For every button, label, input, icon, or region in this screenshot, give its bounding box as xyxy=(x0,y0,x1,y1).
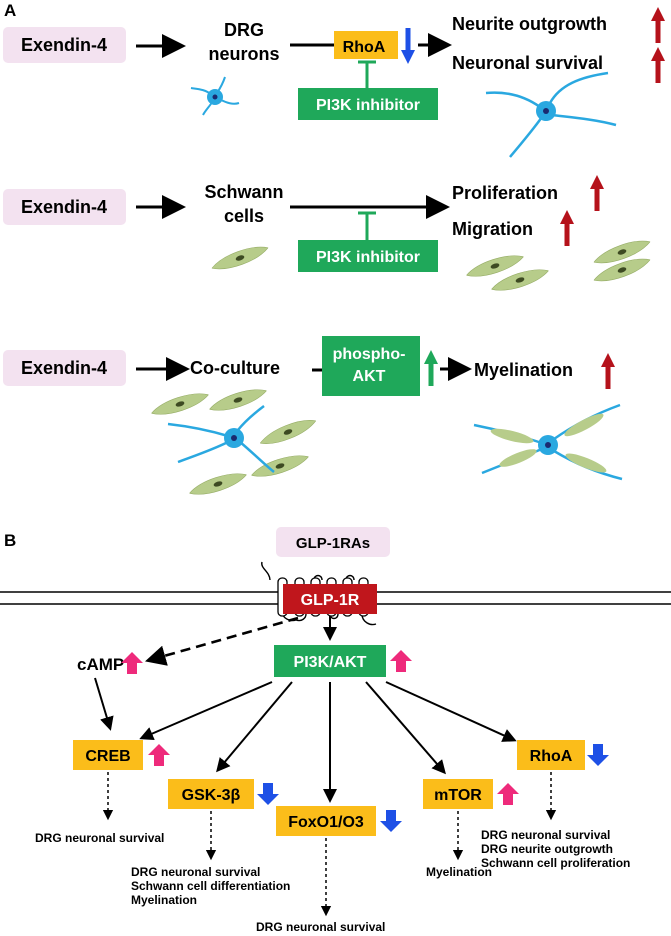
outcome-label-1: Proliferation xyxy=(452,183,558,203)
myelination-label: Myelination xyxy=(474,360,573,380)
receptor-helices xyxy=(261,561,377,626)
phospho-akt-box xyxy=(322,336,420,396)
receptor-label: GLP-1R xyxy=(301,592,360,609)
row-co-culture: Exendin-4 Co-culture phospho- AKT Myelin… xyxy=(3,336,623,501)
neuron-icon xyxy=(190,76,240,116)
down-arrow-icon xyxy=(257,783,279,805)
gsk3b-effect: Myelination xyxy=(131,893,197,907)
gsk3b-effect: DRG neuronal survival xyxy=(131,865,260,879)
gsk3b-label: GSK-3β xyxy=(182,787,241,804)
rhoa-box xyxy=(334,31,398,59)
up-arrow-icon xyxy=(560,210,574,246)
rhoa-label: RhoA xyxy=(343,39,386,56)
down-arrow-icon xyxy=(587,744,609,766)
dashed-arrow xyxy=(144,616,299,666)
exendin-box xyxy=(3,189,126,225)
phospho-akt-label-2: AKT xyxy=(353,368,386,385)
row-drg-neurons: Exendin-4 DRG neurons RhoA PI3K inhibito… xyxy=(3,7,665,158)
co-culture-label: Co-culture xyxy=(190,358,280,378)
up-arrow-icon xyxy=(121,652,143,674)
rhoa-effect: DRG neurite outgrowth xyxy=(481,842,613,856)
receptor-box xyxy=(283,584,377,614)
rhoa-b-label: RhoA xyxy=(530,748,573,765)
target-label-1: DRG xyxy=(224,20,264,40)
up-arrow-icon xyxy=(601,353,615,389)
pi3k-inhibitor-label: PI3K inhibitor xyxy=(316,97,420,114)
foxo-label: FoxO1/O3 xyxy=(288,814,364,831)
rhoa-effect: Schwann cell proliferation xyxy=(481,856,630,870)
ligand-label: GLP-1RAs xyxy=(296,535,370,552)
exendin-label: Exendin-4 xyxy=(21,197,107,217)
pi3k-inhibitor-box xyxy=(298,88,438,120)
rhoa-b-box xyxy=(517,740,585,770)
exendin-box xyxy=(3,350,126,386)
phospho-akt-label-1: phospho- xyxy=(333,346,406,363)
exendin-box xyxy=(3,27,126,63)
schwann-cell-icon xyxy=(248,449,312,483)
foxo-box xyxy=(276,806,376,836)
up-arrow-icon xyxy=(390,650,412,672)
creb-effect: DRG neuronal survival xyxy=(35,831,164,845)
myelinated-neuron-icon xyxy=(473,403,623,481)
gsk3b-effect: Schwann cell differentiation xyxy=(131,879,290,893)
creb-box xyxy=(73,740,143,770)
arrow xyxy=(139,681,273,741)
panel-b-label: B xyxy=(4,531,16,550)
exendin-label: Exendin-4 xyxy=(21,35,107,55)
schwann-cell-icon xyxy=(209,240,271,276)
arrow xyxy=(216,681,293,773)
neuron-icon xyxy=(167,405,275,473)
up-arrow-icon xyxy=(148,744,170,766)
arrow xyxy=(365,681,446,775)
arrow xyxy=(94,677,114,731)
target-label-2: neurons xyxy=(208,44,279,64)
target-label-1: Schwann xyxy=(204,182,283,202)
ligand-box xyxy=(276,527,390,557)
outcome-label-2: Migration xyxy=(452,219,533,239)
up-arrow-icon xyxy=(651,7,665,43)
arrow xyxy=(385,681,517,742)
schwann-cell-icon xyxy=(186,467,250,501)
rhoa-effect: DRG neuronal survival xyxy=(481,828,610,842)
pi3k-akt-label: PI3K/AKT xyxy=(294,654,367,671)
down-arrow-icon xyxy=(401,28,415,64)
down-arrow-icon xyxy=(380,810,402,832)
foxo-effect: DRG neuronal survival xyxy=(256,920,385,934)
outcome-label-2: Neuronal survival xyxy=(452,53,603,73)
up-arrow-icon xyxy=(651,47,665,83)
schwann-cell-icon xyxy=(257,414,319,450)
outcome-label-1: Neurite outgrowth xyxy=(452,14,607,34)
creb-label: CREB xyxy=(85,748,130,765)
pi3k-inhibitor-label: PI3K inhibitor xyxy=(316,249,420,266)
exendin-label: Exendin-4 xyxy=(21,358,107,378)
up-arrow-icon xyxy=(497,783,519,805)
target-label-2: cells xyxy=(224,206,264,226)
pi3k-inhibitor-box xyxy=(298,240,438,272)
panel-a-label: A xyxy=(4,1,16,20)
gsk3b-box xyxy=(168,779,254,809)
mtor-label: mTOR xyxy=(434,787,482,804)
mtor-effect: Myelination xyxy=(426,865,492,879)
camp-label: cAMP xyxy=(77,655,124,674)
neuron-icon xyxy=(485,71,617,158)
up-arrow-icon xyxy=(590,175,604,211)
schwann-cell-icon xyxy=(148,387,212,421)
pi3k-akt-box xyxy=(274,645,386,677)
mtor-box xyxy=(423,779,493,809)
row-schwann-cells: Exendin-4 Schwann cells PI3K inhibitor P… xyxy=(3,175,653,297)
up-arrow-icon xyxy=(424,350,438,386)
